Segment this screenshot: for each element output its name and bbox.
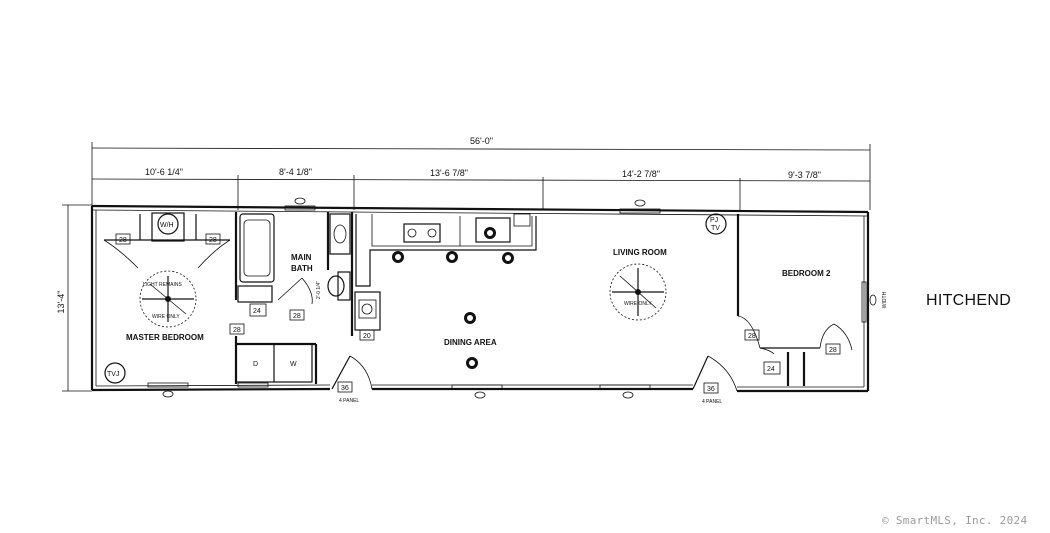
width-dimension: 13'-4" (56, 204, 92, 392)
bedroom2-door-size: 28 (748, 333, 756, 340)
linen-size: 24 (253, 308, 261, 315)
utility-size: 20 (363, 333, 371, 340)
tv-jack-label: TVJ (107, 371, 119, 378)
bedroom-2-label: BEDROOM 2 (782, 269, 831, 278)
segment-dimension-2: 8'-4 1/8" (279, 167, 312, 177)
bedroom2-linen-size: 24 (767, 366, 775, 373)
main-bath-label-line2: BATH (291, 264, 313, 273)
main-bath-label-line1: MAIN (291, 253, 312, 262)
dryer-label: D (253, 361, 258, 368)
recessed-light (446, 251, 458, 263)
overall-dimension: 56'-0" (91, 136, 871, 210)
master-bedroom: W/H 28 28 LIGHT REMAINS WIRE ONLY MASTER… (103, 212, 245, 384)
bedroom-2: BEDROOM 2 28 28 24 WIDTH (737, 269, 888, 375)
bath-door-size: 28 (293, 313, 301, 320)
pj-tv-label-line1: PJ (710, 217, 718, 224)
rear-entry-size: 36 (707, 386, 715, 393)
laundry: D W (235, 343, 313, 383)
segment-dimension-5: 9'-3 7/8" (788, 170, 821, 180)
front-entry-size: 36 (341, 385, 349, 392)
windows (147, 205, 867, 390)
recessed-light (464, 312, 476, 324)
master-closet-right-size: 28 (209, 237, 217, 244)
segment-dimension-1: 10'-6 1/4" (145, 167, 183, 177)
master-wire-only-label: WIRE ONLY (152, 314, 180, 320)
rear-panel-label: 4 PANEL (702, 399, 722, 405)
water-heater-label: W/H (160, 222, 174, 229)
living-areas: DINING AREA LIVING ROOM WIRE ONLY PJ TV (444, 213, 727, 347)
living-wire-only-label: WIRE ONLY (624, 301, 652, 307)
master-entry-size: 28 (233, 327, 241, 334)
segment-dimensions: 10'-6 1/4" 8'-4 1/8" 13'-6 7/8" 14'-2 7/… (91, 167, 871, 210)
entry-doors: 36 4 PANEL 36 4 PANEL (331, 355, 738, 405)
overall-length-label: 56'-0" (470, 136, 493, 146)
dining-area-label: DINING AREA (444, 338, 497, 347)
light-remains-label: LIGHT REMAINS (143, 282, 182, 288)
width-tag-label: WIDTH (882, 291, 888, 308)
interior-walls (234, 212, 820, 386)
front-panel-label: 4 PANEL (339, 398, 359, 404)
recessed-light (392, 251, 404, 263)
segment-dimension-4: 14'-2 7/8" (622, 169, 660, 179)
utility-closet: 20 (354, 291, 381, 341)
recessed-light (484, 227, 496, 239)
living-room-label: LIVING ROOM (613, 248, 667, 257)
bedroom2-closet-size: 28 (829, 347, 837, 354)
recessed-lights (392, 227, 514, 369)
copyright-watermark: © SmartMLS, Inc. 2024 (882, 514, 1028, 527)
main-bath: MAIN BATH 2'-0 1/4" 28 24 (237, 213, 351, 321)
hitch-end-label: HITCHEND (926, 292, 1012, 309)
recessed-light (502, 252, 514, 264)
bath-detail-dimension: 2'-0 1/4" (316, 281, 322, 300)
washer-label: W (290, 361, 297, 368)
width-label: 13'-4" (56, 291, 66, 314)
master-bedroom-label: MASTER BEDROOM (126, 333, 204, 342)
master-closet-left-size: 28 (119, 237, 127, 244)
segment-dimension-3: 13'-6 7/8" (430, 168, 468, 178)
exterior-walls (90, 204, 870, 393)
pj-tv-label-line2: TV (711, 225, 720, 232)
exterior-lights (162, 197, 877, 399)
kitchen (355, 213, 537, 287)
recessed-light (466, 357, 478, 369)
